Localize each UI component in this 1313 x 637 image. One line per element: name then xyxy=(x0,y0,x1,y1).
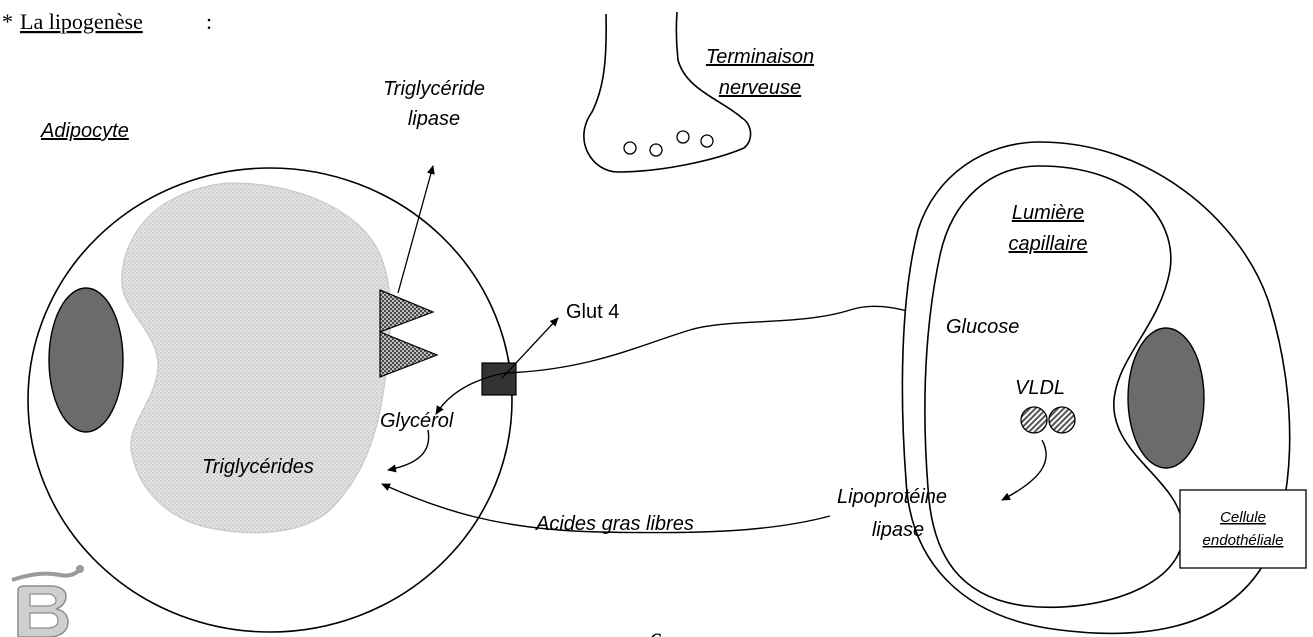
section-title: La lipogenèse xyxy=(20,9,143,34)
vldl-particle xyxy=(1049,407,1075,433)
endothelial-nucleus xyxy=(1128,328,1204,468)
terminaison-label: Terminaison xyxy=(706,46,814,68)
synaptic-vesicle xyxy=(677,131,689,143)
endo-label-line1: Cellule xyxy=(1220,509,1266,526)
lumiere-label-line1: Lumière xyxy=(1012,202,1084,224)
lpl-label-line1: Lipoprotéine xyxy=(837,486,947,508)
vldl-particle xyxy=(1021,407,1047,433)
title-colon: : xyxy=(206,9,212,34)
endothelial-cell-box xyxy=(1180,490,1306,568)
synaptic-vesicle xyxy=(624,142,636,154)
synaptic-vesicle xyxy=(701,135,713,147)
lipid-droplet xyxy=(122,183,391,533)
vldl-label: VLDL xyxy=(1015,377,1065,399)
page-number: 6 xyxy=(650,628,663,637)
glucose-label: Glucose xyxy=(946,316,1019,338)
glut4-label: Glut 4 xyxy=(566,301,619,323)
tg-lipase-label-line2: lipase xyxy=(408,108,460,130)
endo-label-line2: endothéliale xyxy=(1203,532,1284,549)
triglycerides-label: Triglycérides xyxy=(202,456,314,478)
nerveuse-label-2: nerveuse xyxy=(719,77,801,99)
caduceus-b-logo-icon xyxy=(12,565,84,637)
adipocyte-nucleus xyxy=(49,288,123,432)
lumiere-label-line2: capillaire xyxy=(1009,233,1088,255)
adipocyte-label: Adipocyte xyxy=(40,120,129,142)
lpl-label-line2: lipase xyxy=(872,519,924,541)
tg-lipase-label-line1: Triglycéride xyxy=(383,78,485,100)
acides-gras-label: Acides gras libres xyxy=(535,513,694,535)
synaptic-vesicle xyxy=(650,144,662,156)
title-bullet: * xyxy=(2,9,13,34)
glycerol-label: Glycérol xyxy=(380,410,454,432)
